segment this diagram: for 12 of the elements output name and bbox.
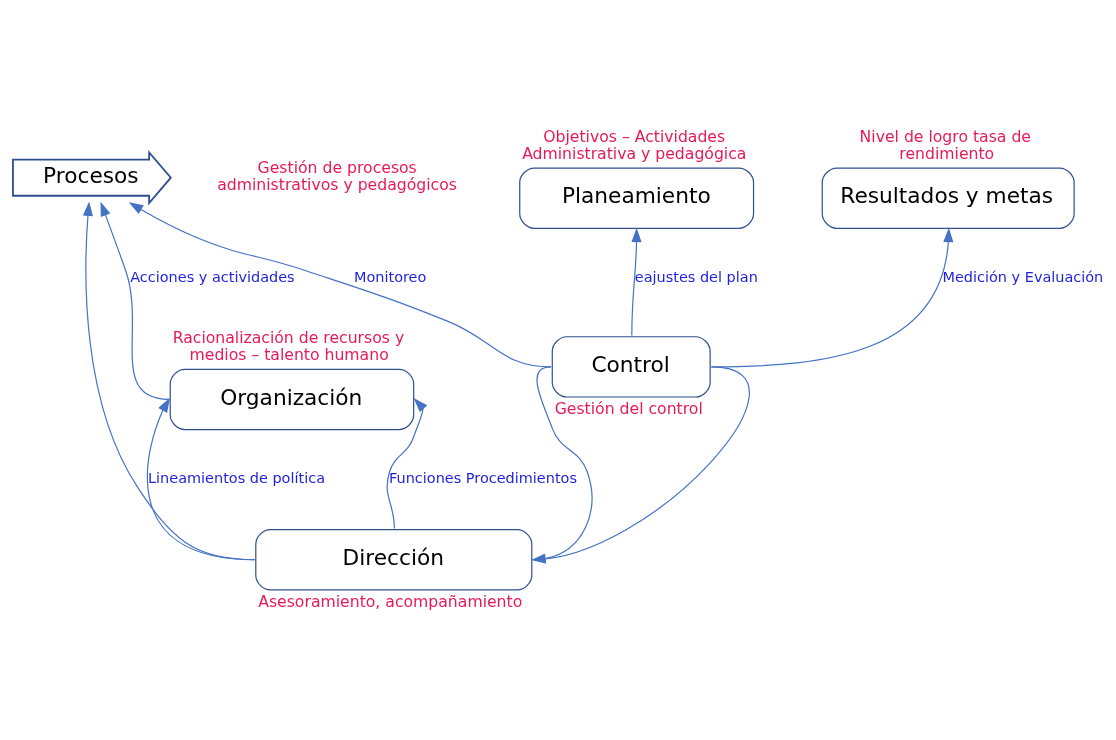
edge-label: Acciones y actividades bbox=[130, 268, 295, 285]
edge-label: Lineamientos de política bbox=[148, 469, 325, 486]
edge-label: Funciones Procedimientos bbox=[388, 469, 577, 486]
edge-label: Medición y Evaluación bbox=[942, 268, 1104, 285]
node-label: Asesoramiento, acompañamiento bbox=[258, 591, 523, 611]
edge-label: eajustes del plan bbox=[634, 268, 758, 285]
node-label: Racionalización de recursos y medios – talento humano bbox=[172, 327, 405, 364]
node-label: Gestión del control bbox=[554, 398, 703, 418]
node-label: Objetivos – Actividades Administrativa y pedagógica bbox=[522, 126, 747, 163]
node-label: Nivel de logro tasa de rendimiento bbox=[859, 126, 1031, 163]
node-label: Gestión de procesos administrativos y pedagógicos bbox=[217, 157, 457, 194]
edge-label: Monitoreo bbox=[354, 268, 427, 285]
